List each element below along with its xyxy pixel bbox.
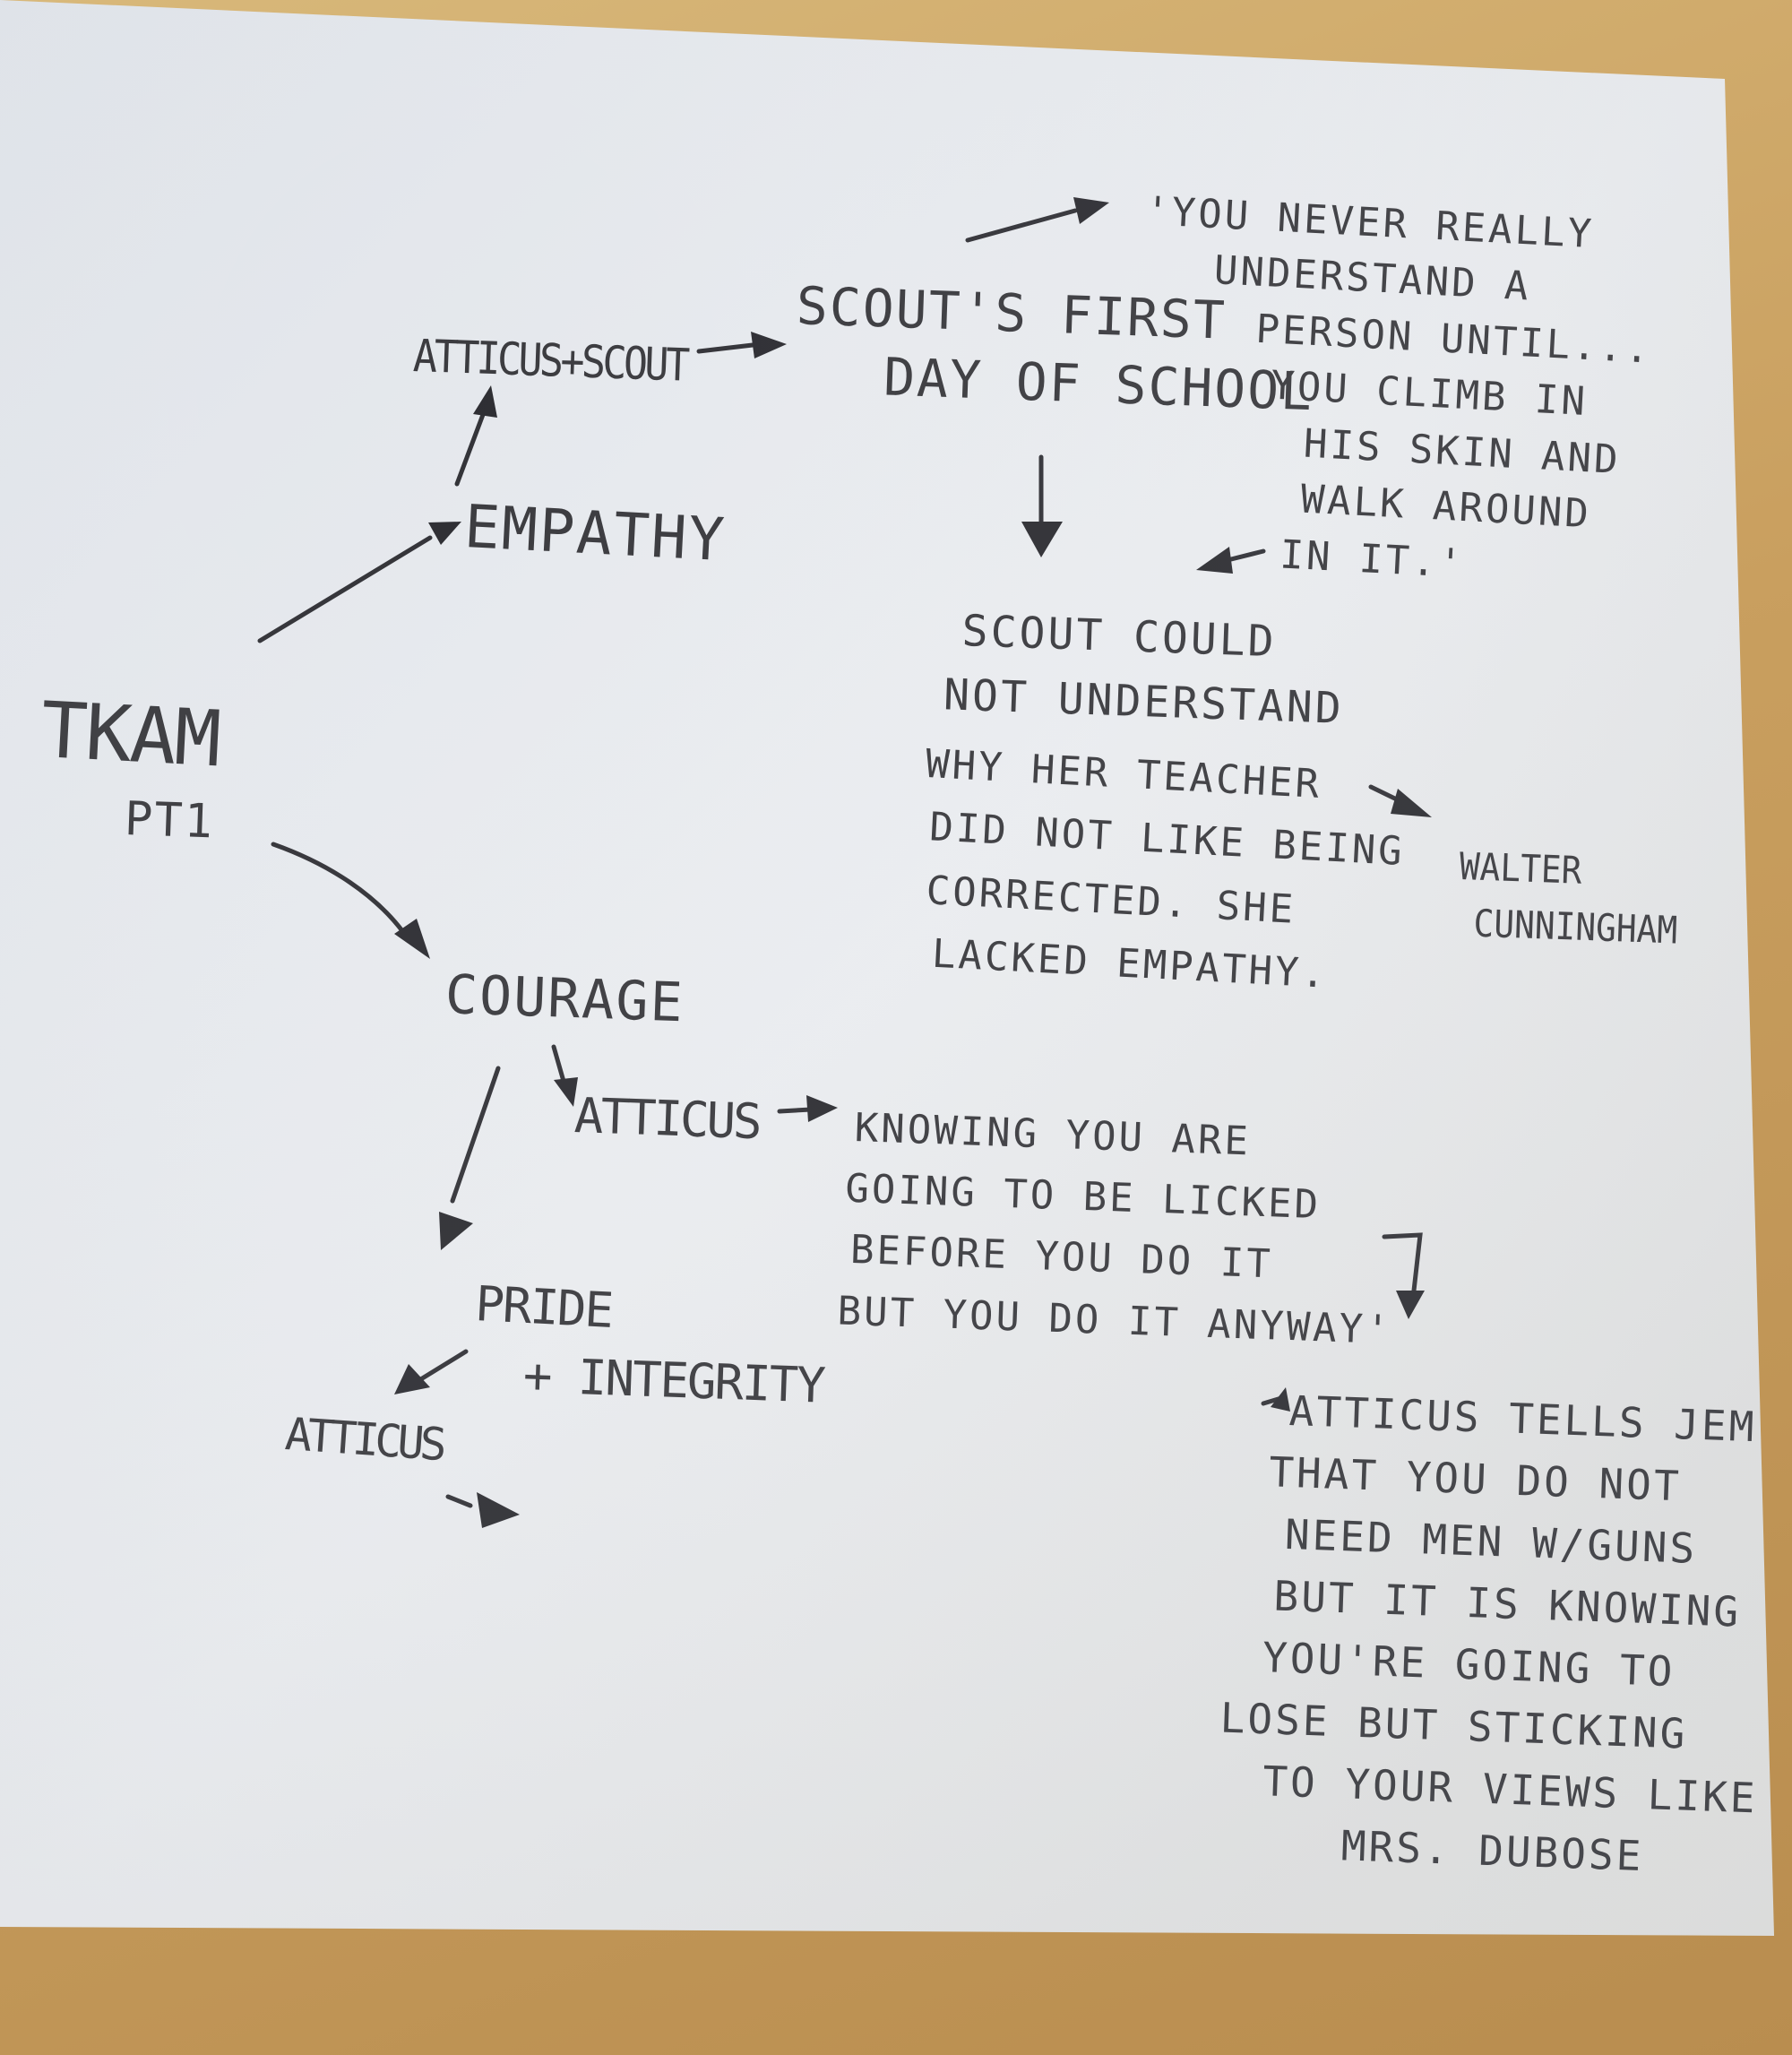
node-teacher: WHY HER TEACHER DID NOT LIKE BEING CORRE…	[914, 733, 1406, 1010]
arrowhead	[751, 332, 787, 358]
arrowhead	[428, 522, 461, 545]
node-scout-could: SCOUT COULD NOT UNDERSTAND	[943, 599, 1363, 741]
arrowhead	[1021, 522, 1063, 557]
arrow-atticus-dangling	[445, 1494, 473, 1508]
node-walter: WALTER CUNNINGHAM	[1457, 838, 1678, 958]
arrowhead	[477, 1492, 520, 1528]
map-subtitle: PT1	[124, 792, 216, 850]
arrowhead	[473, 385, 497, 418]
arrow-courage-to-atticus	[551, 1044, 567, 1087]
walter-line-2: CUNNINGHAM	[1472, 901, 1678, 953]
arrow-tkam-to-courage	[271, 842, 406, 935]
arrowhead	[439, 1212, 473, 1250]
map-title: TKAM	[39, 686, 222, 785]
node-atticus-pride: ATTICUS	[283, 1408, 444, 1472]
node-dubose: ATTICUS TELLS JEM THAT YOU DO NOT NEED M…	[1219, 1380, 1785, 1892]
node-integrity: + INTEGRITY	[521, 1347, 825, 1414]
arrow-tkam-to-empathy	[257, 535, 433, 643]
node-courage: COURAGE	[444, 963, 685, 1035]
node-quote: 'YOU NEVER REALLY UNDERSTAND A PERSON UN…	[1126, 184, 1653, 599]
arrow-pride-to-atticus	[417, 1349, 469, 1383]
arrow-courage-to-pride	[450, 1066, 501, 1204]
arrow-atticus-to-knowing	[777, 1107, 814, 1114]
node-pride: PRIDE	[473, 1275, 614, 1339]
node-courage-quote: KNOWING YOU ARE GOING TO BE LICKED BEFOR…	[837, 1098, 1409, 1361]
arrow-first-day-to-quote	[965, 208, 1078, 243]
arrow-empathy-to-atticus-scout	[454, 410, 487, 487]
arrowhead	[806, 1095, 838, 1122]
arrowhead	[1073, 197, 1109, 224]
node-atticus-scout: ATTICUS+SCOUT	[412, 330, 688, 392]
node-empathy: EMPATHY	[462, 492, 728, 575]
node-atticus-courage: ATTICUS	[573, 1087, 761, 1151]
walter-line-1: WALTER	[1459, 843, 1583, 893]
arrow-atticus-scout-to-first-day	[696, 342, 755, 354]
